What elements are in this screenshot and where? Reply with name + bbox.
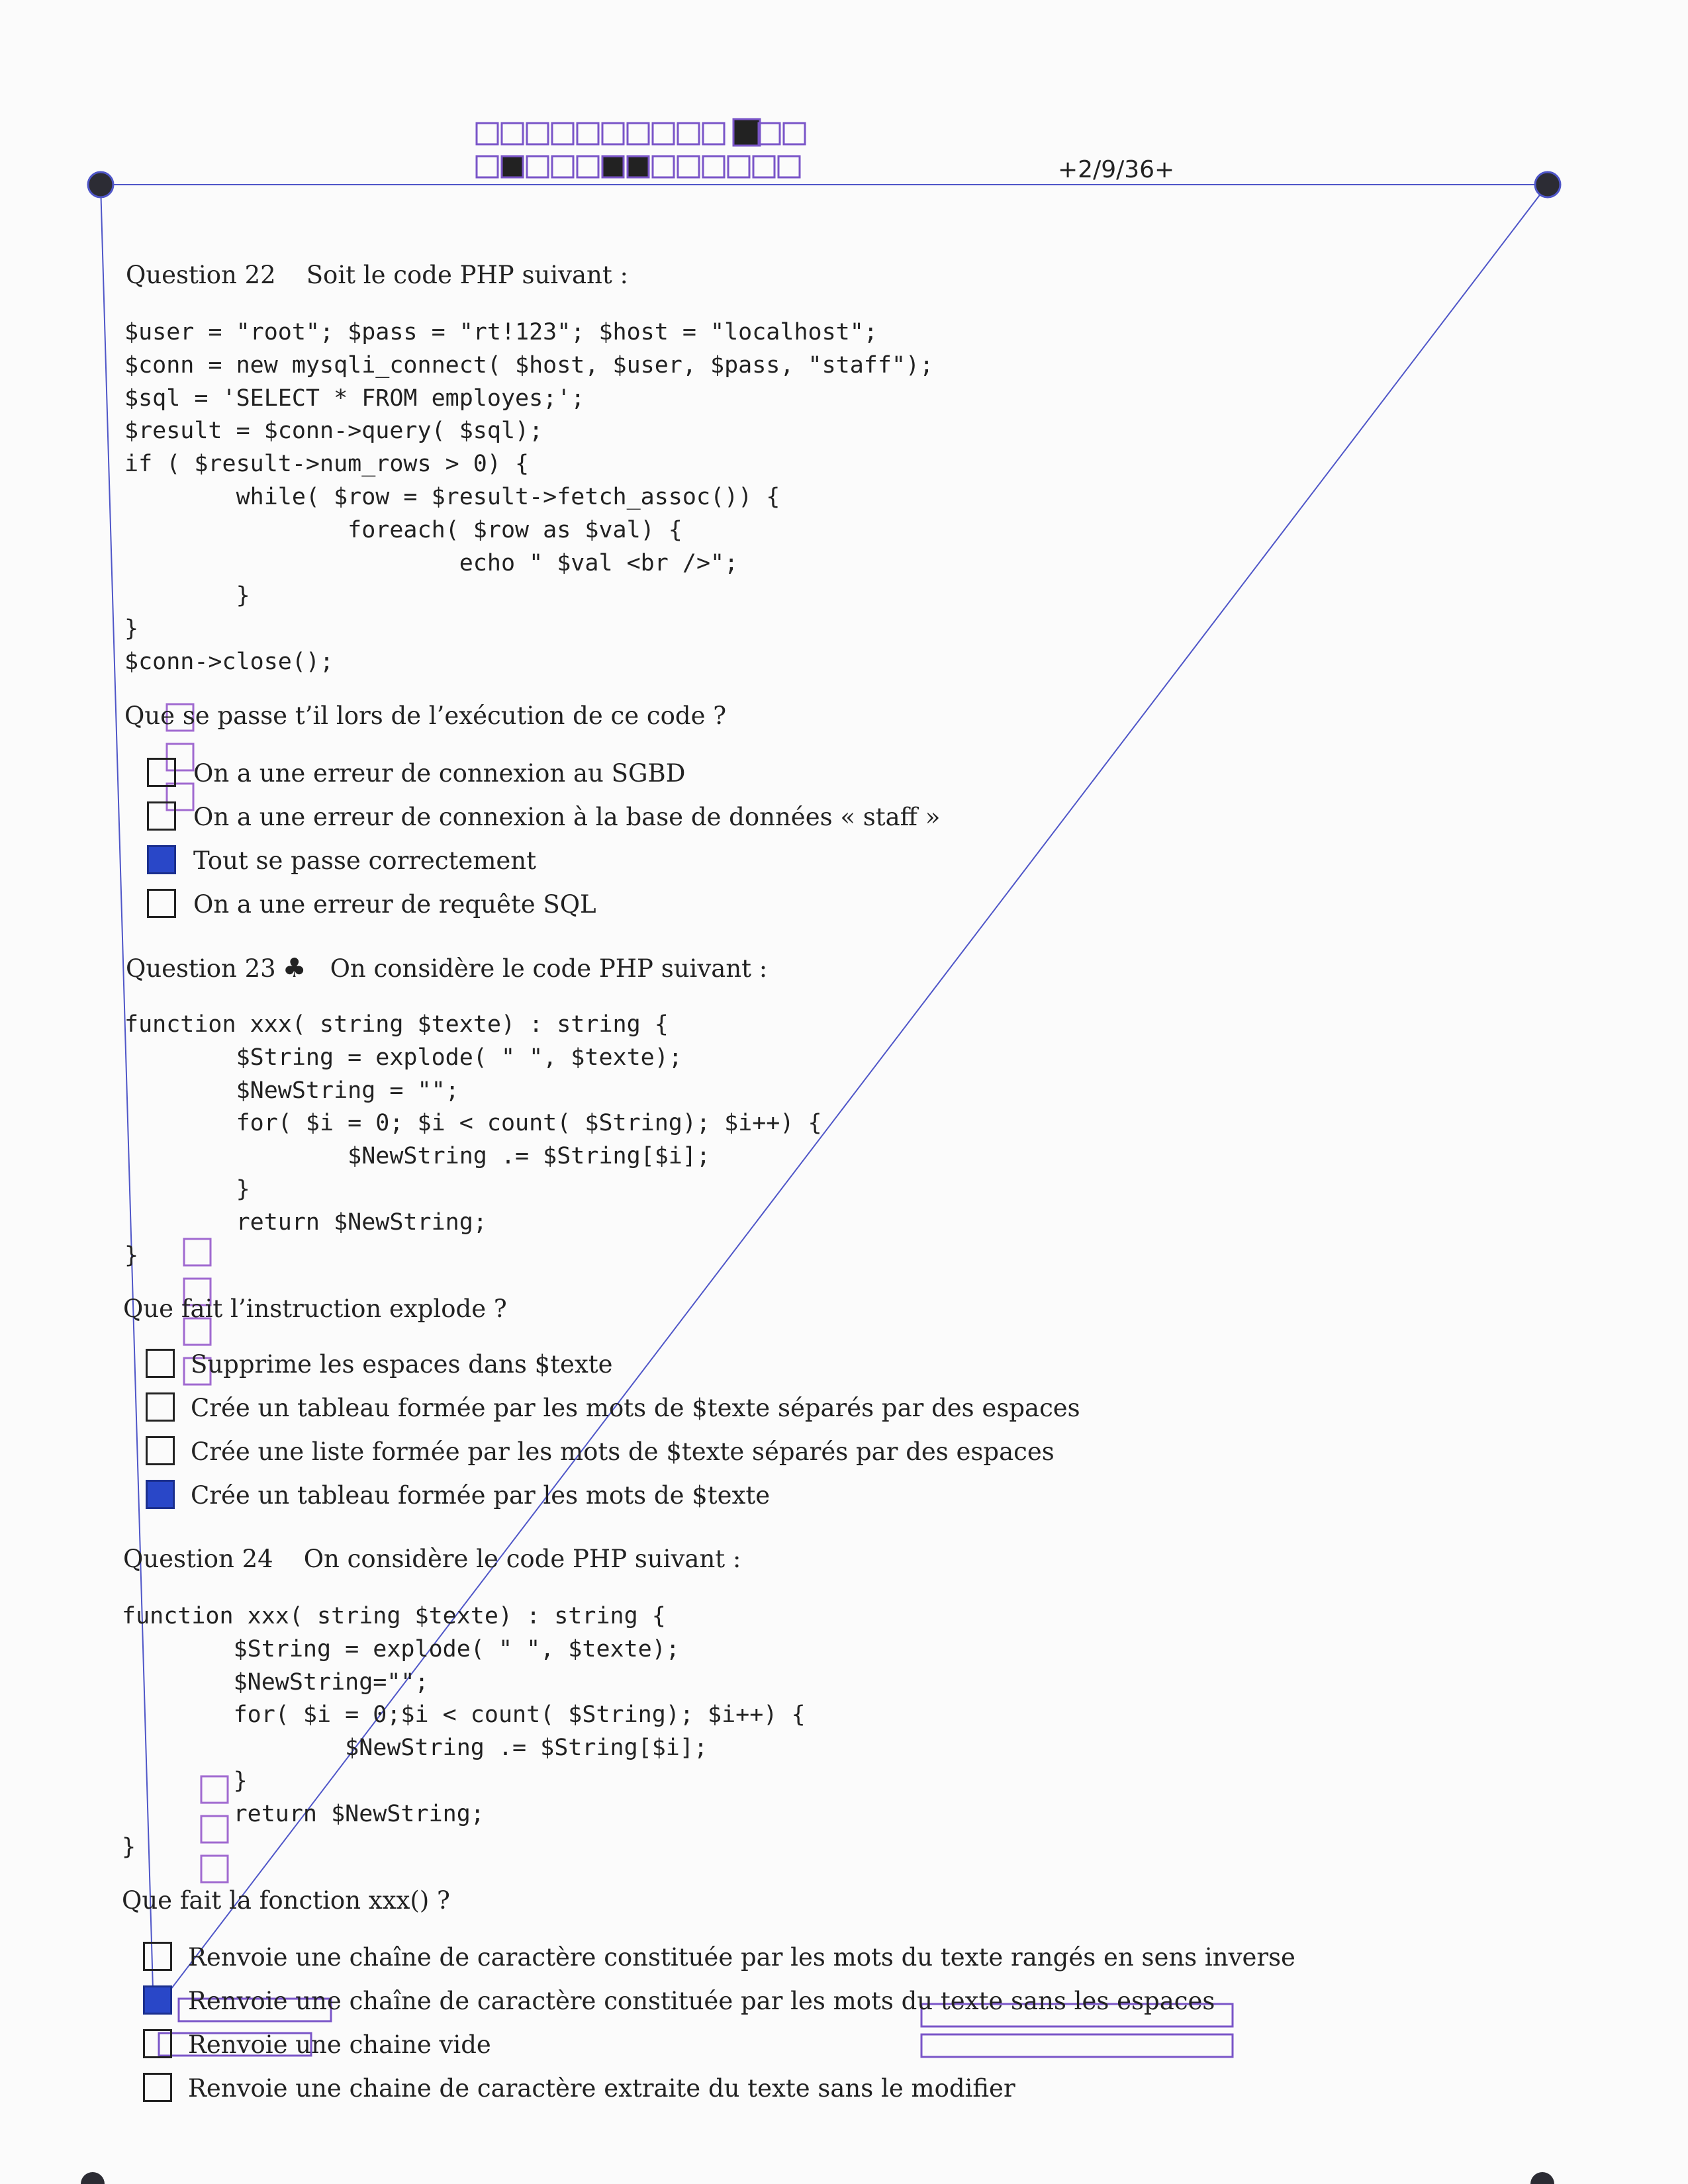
answer-checkbox[interactable] — [146, 1349, 175, 1378]
club-icon: ♣ — [282, 953, 306, 983]
answer-label: Tout se passe correctement — [193, 846, 536, 875]
question-22-prompt: Soit le code PHP suivant : — [306, 261, 628, 289]
answer-checkbox[interactable] — [147, 758, 176, 787]
corner-mark-top-right — [1534, 171, 1562, 199]
corner-mark-bottom-left — [81, 2172, 105, 2184]
answer-label: On a une erreur de requête SQL — [193, 889, 596, 919]
answer-label: Renvoie une chaine vide — [188, 2030, 491, 2059]
answer-label: Crée un tableau formée par les mots de $… — [191, 1393, 1080, 1422]
corner-mark-bottom-right — [1530, 2172, 1554, 2184]
question-23-code: function xxx( string $texte) : string { … — [124, 1011, 822, 1269]
question-23-title: Question 23♣On considère le code PHP sui… — [126, 953, 768, 983]
copy-id: +2/9/36+ — [1058, 156, 1175, 183]
answer-label: Crée un tableau formée par les mots de $… — [191, 1480, 771, 1510]
answer-checkbox[interactable] — [146, 1436, 175, 1465]
bottom-id-boxes — [158, 1997, 1234, 2058]
question-24-prompt: On considère le code PHP suivant : — [303, 1545, 741, 1573]
question-23-prompt: On considère le code PHP suivant : — [330, 954, 768, 983]
answer-checkbox[interactable] — [147, 801, 176, 831]
question-23-question: Que fait l’instruction explode ? — [123, 1295, 507, 1323]
answer-label: Crée une liste formée par les mots de $t… — [191, 1437, 1055, 1466]
student-id-boxes-bottom — [475, 155, 801, 179]
corner-mark-top-left — [87, 171, 115, 199]
answer-label: Renvoie une chaîne de caractère constitu… — [188, 1942, 1295, 1972]
answer-label: On a une erreur de connexion à la base d… — [193, 802, 941, 831]
answer-marker-boxes — [165, 703, 229, 1884]
answer-checkbox-checked[interactable] — [147, 845, 176, 874]
answer-checkbox-checked[interactable] — [143, 1985, 172, 2015]
answer-checkbox[interactable] — [143, 2073, 172, 2102]
question-22-code: $user = "root"; $pass = "rt!123"; $host … — [124, 319, 934, 675]
frame-diagonal-line — [153, 184, 1548, 2013]
answer-label: Renvoie une chaîne de caractère constitu… — [188, 1986, 1215, 2015]
student-id-boxes-top — [475, 118, 806, 147]
answer-checkbox[interactable] — [143, 2029, 172, 2058]
question-24-code: function xxx( string $texte) : string { … — [122, 1603, 806, 1860]
answer-checkbox[interactable] — [146, 1392, 175, 1422]
answer-checkbox[interactable] — [147, 889, 176, 918]
answer-checkbox-checked[interactable] — [146, 1480, 175, 1509]
answer-label: Renvoie une chaine de caractère extraite… — [188, 2073, 1015, 2103]
question-24-question: Que fait la fonction xxx() ? — [122, 1886, 450, 1915]
answer-label: Supprime les espaces dans $texte — [191, 1349, 613, 1379]
question-22-question: Que se passe t’il lors de l’exécution de… — [124, 702, 727, 730]
frame-left-line — [100, 184, 154, 2013]
answer-checkbox[interactable] — [143, 1942, 172, 1971]
answer-label: On a une erreur de connexion au SGBD — [193, 758, 686, 788]
